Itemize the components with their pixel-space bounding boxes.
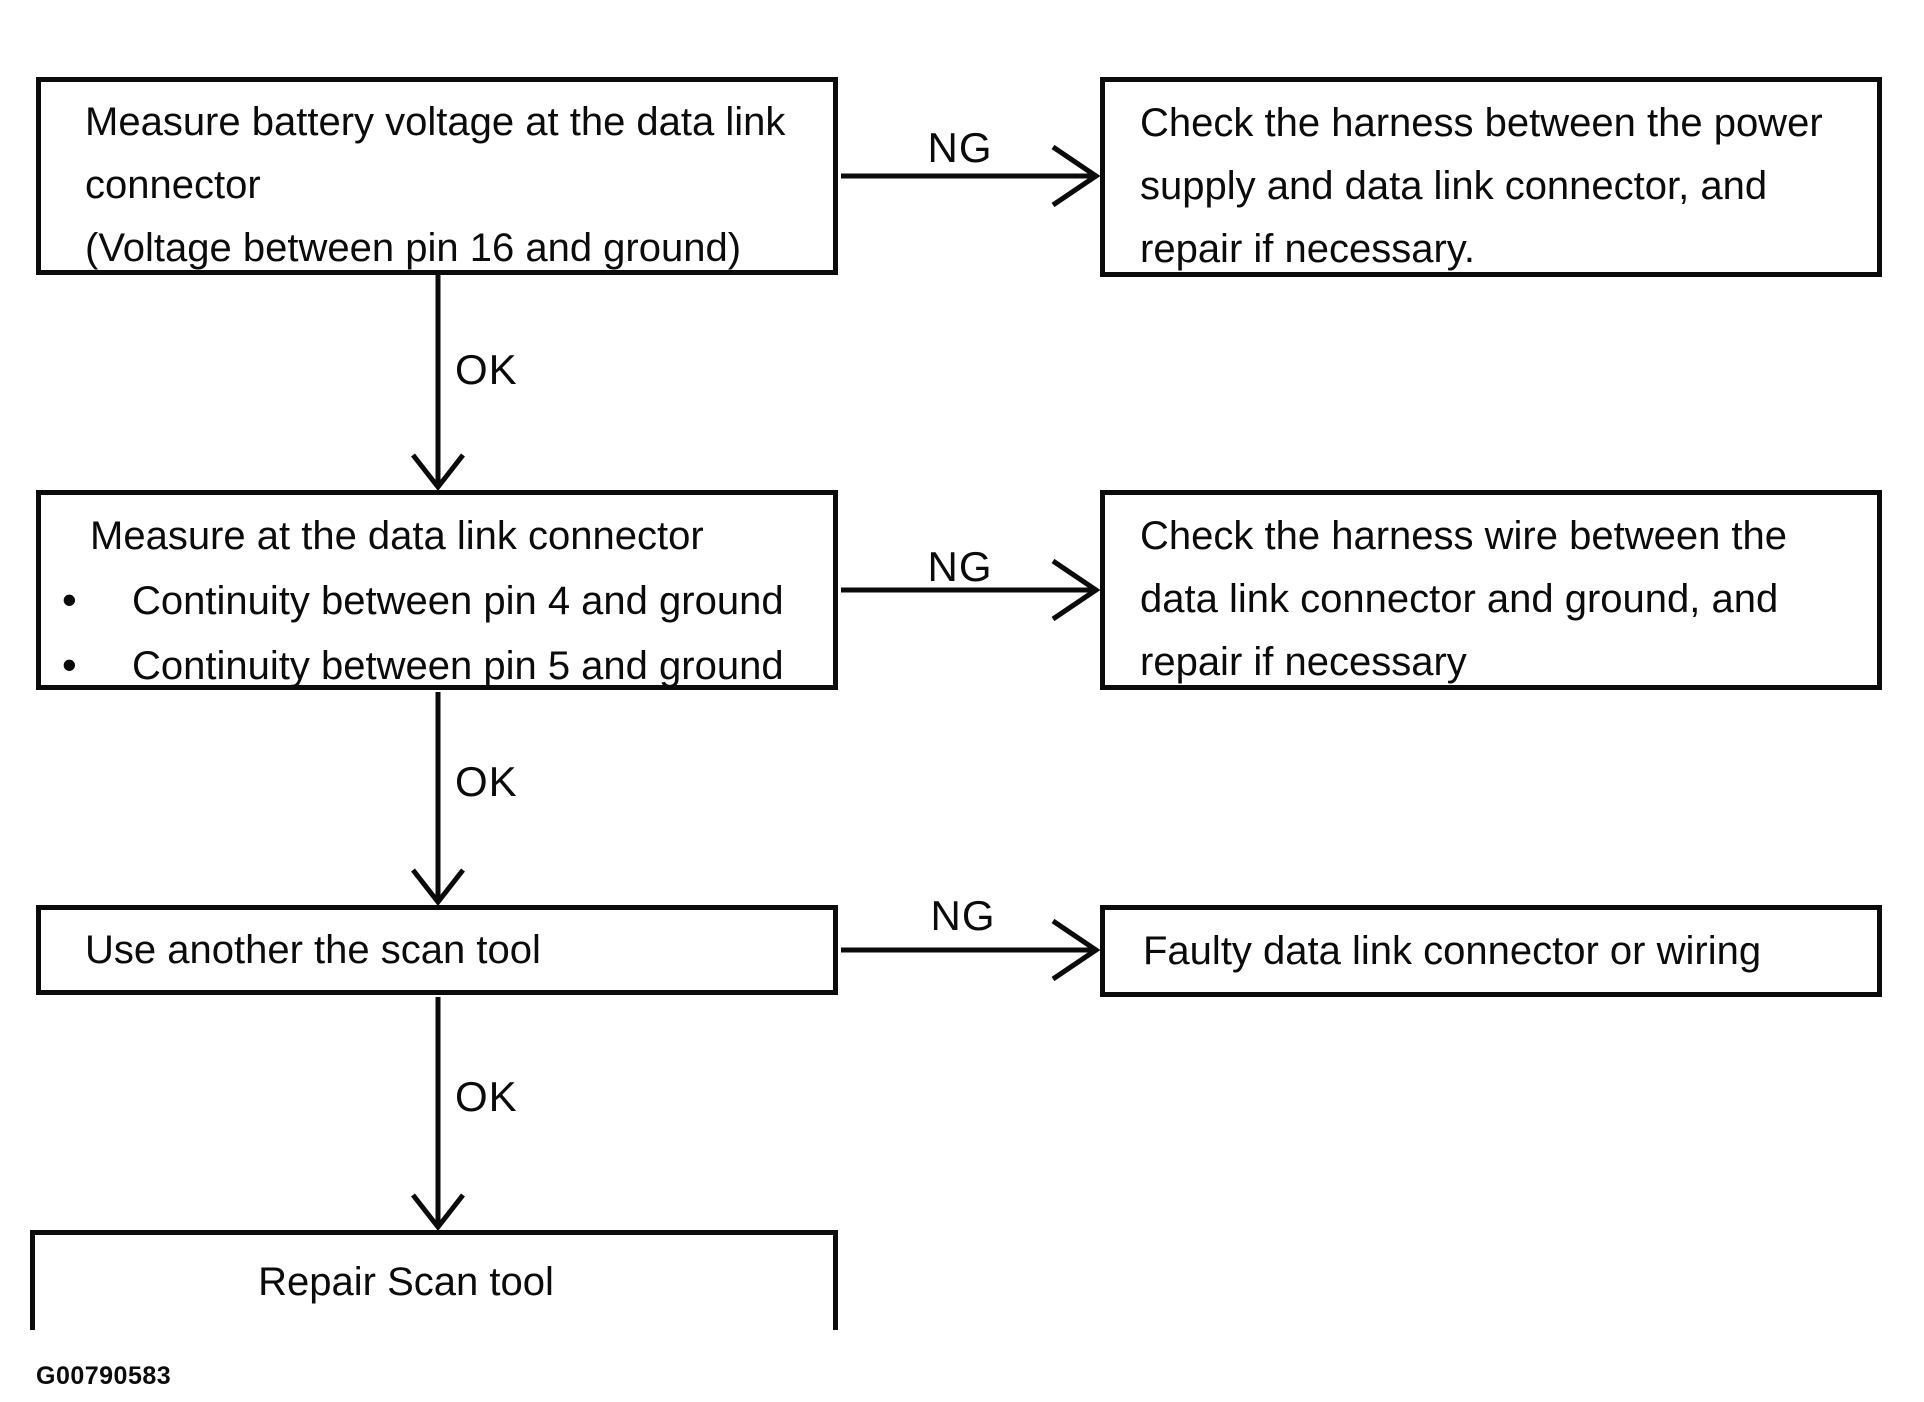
node-text-line: Use another the scan tool (85, 927, 541, 972)
node-text-line: supply and data link connector, and (1140, 164, 1768, 208)
node-text-line: (Voltage between pin 16 and ground) (85, 226, 742, 270)
edge-label-ng-3: NG (930, 892, 996, 939)
edge-label-ok-2: OK (455, 758, 518, 805)
node-text-line: Measure at the data link connector (90, 514, 704, 558)
edge-label-ok-3: OK (455, 1073, 518, 1120)
flow-node-step3: Use another the scan tool (36, 905, 838, 995)
node-text-line: repair if necessary. (1140, 227, 1475, 271)
node-text-line: data link connector and ground, and (1140, 577, 1779, 621)
flow-node-check-power-harness: Check the harness between the power supp… (1100, 77, 1882, 277)
node-text-line: Continuity between pin 5 and ground (132, 644, 784, 688)
node-text-line: Check the harness wire between the (1140, 514, 1788, 558)
node-text-line: Faulty data link connector or wiring (1143, 928, 1762, 973)
edge-label-ok-1: OK (455, 346, 518, 393)
node-text-line: Check the harness between the power (1140, 101, 1823, 145)
flow-node-step2: Measure at the data link connector • Con… (36, 490, 838, 690)
node-bullet-line: • Continuity between pin 5 and ground (41, 633, 823, 698)
node-text-line: Measure battery voltage at the data link (85, 100, 786, 144)
node-bullet-line: • Continuity between pin 4 and ground (41, 568, 823, 633)
node-text-line: Repair Scan tool (258, 1260, 554, 1304)
figure-id-label: G00790583 (36, 1362, 172, 1390)
node-text-line: connector (85, 163, 261, 207)
bullet-icon: • (62, 576, 77, 623)
flow-node-check-ground-harness: Check the harness wire between the data … (1100, 490, 1882, 690)
node-text-line: Continuity between pin 4 and ground (132, 579, 784, 623)
edge-label-ng-2: NG (927, 543, 993, 590)
flow-node-repair-scan-tool: Repair Scan tool (30, 1230, 838, 1330)
flow-node-step1: Measure battery voltage at the data link… (36, 77, 838, 275)
bullet-icon: • (62, 641, 77, 688)
edge-label-ng-1: NG (927, 124, 993, 171)
node-text-line: repair if necessary (1140, 640, 1467, 684)
flow-node-faulty-connector: Faulty data link connector or wiring (1100, 905, 1882, 997)
